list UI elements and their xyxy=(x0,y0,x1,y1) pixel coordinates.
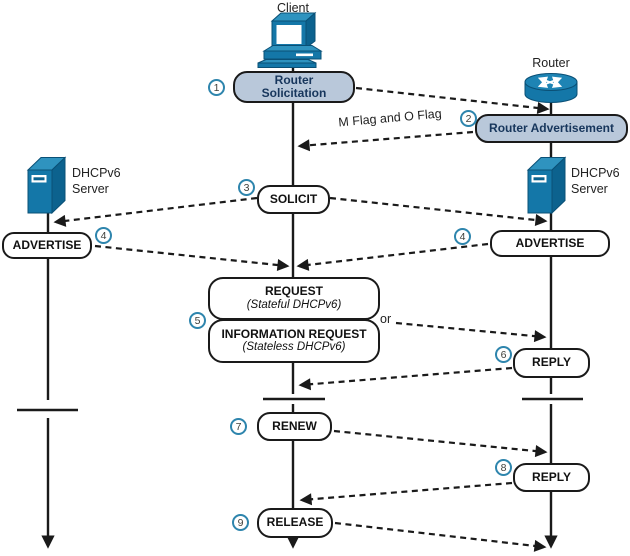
step-circle-4-right: 4 xyxy=(454,228,471,245)
renew-box: RENEW xyxy=(257,412,332,441)
reply-box-step8: REPLY xyxy=(513,463,590,492)
step-circle-7: 7 xyxy=(230,418,247,435)
step-circle-2: 2 xyxy=(460,110,477,127)
dhcpv6-server-right-icon xyxy=(526,156,567,215)
step-circle-3: 3 xyxy=(238,179,255,196)
step-circle-4-left: 4 xyxy=(95,227,112,244)
arrow-renew-to-right-server xyxy=(333,429,548,458)
dhcp-server-left-label: DHCPv6 Server xyxy=(72,166,121,196)
arrow-release-to-right-server xyxy=(334,521,547,552)
arrow-router-advertisement-to-client xyxy=(297,130,474,152)
step-circle-1: 1 xyxy=(208,79,225,96)
advertise-left-box: ADVERTISE xyxy=(2,232,92,259)
message-arrows xyxy=(53,86,550,552)
router-icon xyxy=(524,73,578,103)
release-box: RELEASE xyxy=(257,508,333,538)
router-solicitation-box: Router Solicitation xyxy=(233,71,355,103)
step-circle-5: 5 xyxy=(189,312,206,329)
dhcp-server-right-label: DHCPv6 Server xyxy=(571,166,620,196)
router-label: Router xyxy=(532,56,570,70)
information-request-box: INFORMATION REQUEST (Stateless DHCPv6) xyxy=(208,319,380,363)
router-advertisement-box: Router Advertisement xyxy=(475,114,628,143)
client-computer-icon xyxy=(257,11,323,68)
step-circle-8: 8 xyxy=(495,459,512,476)
request-box: REQUEST (Stateful DHCPv6) xyxy=(208,277,380,320)
arrow-reply-to-client xyxy=(298,366,513,391)
dhcpv6-server-left-icon xyxy=(26,156,67,215)
arrow-router-solicitation-to-router xyxy=(355,86,550,114)
step-circle-6: 6 xyxy=(495,346,512,363)
arrow-advertise-right-to-client xyxy=(296,242,489,271)
solicit-box: SOLICIT xyxy=(257,185,330,214)
arrow-solicit-to-left-server xyxy=(53,196,258,227)
client-label: Client xyxy=(277,1,309,15)
arrow-reply2-to-client xyxy=(299,481,513,506)
reply-box-step6: REPLY xyxy=(513,348,590,378)
step-circle-9: 9 xyxy=(232,514,249,531)
arrow-solicit-to-right-server xyxy=(329,196,548,226)
advertise-right-box: ADVERTISE xyxy=(490,230,610,257)
or-label: or xyxy=(380,312,392,326)
arrow-advertise-left-to-client xyxy=(94,244,290,272)
arrow-request-or-to-right-server xyxy=(395,321,547,343)
